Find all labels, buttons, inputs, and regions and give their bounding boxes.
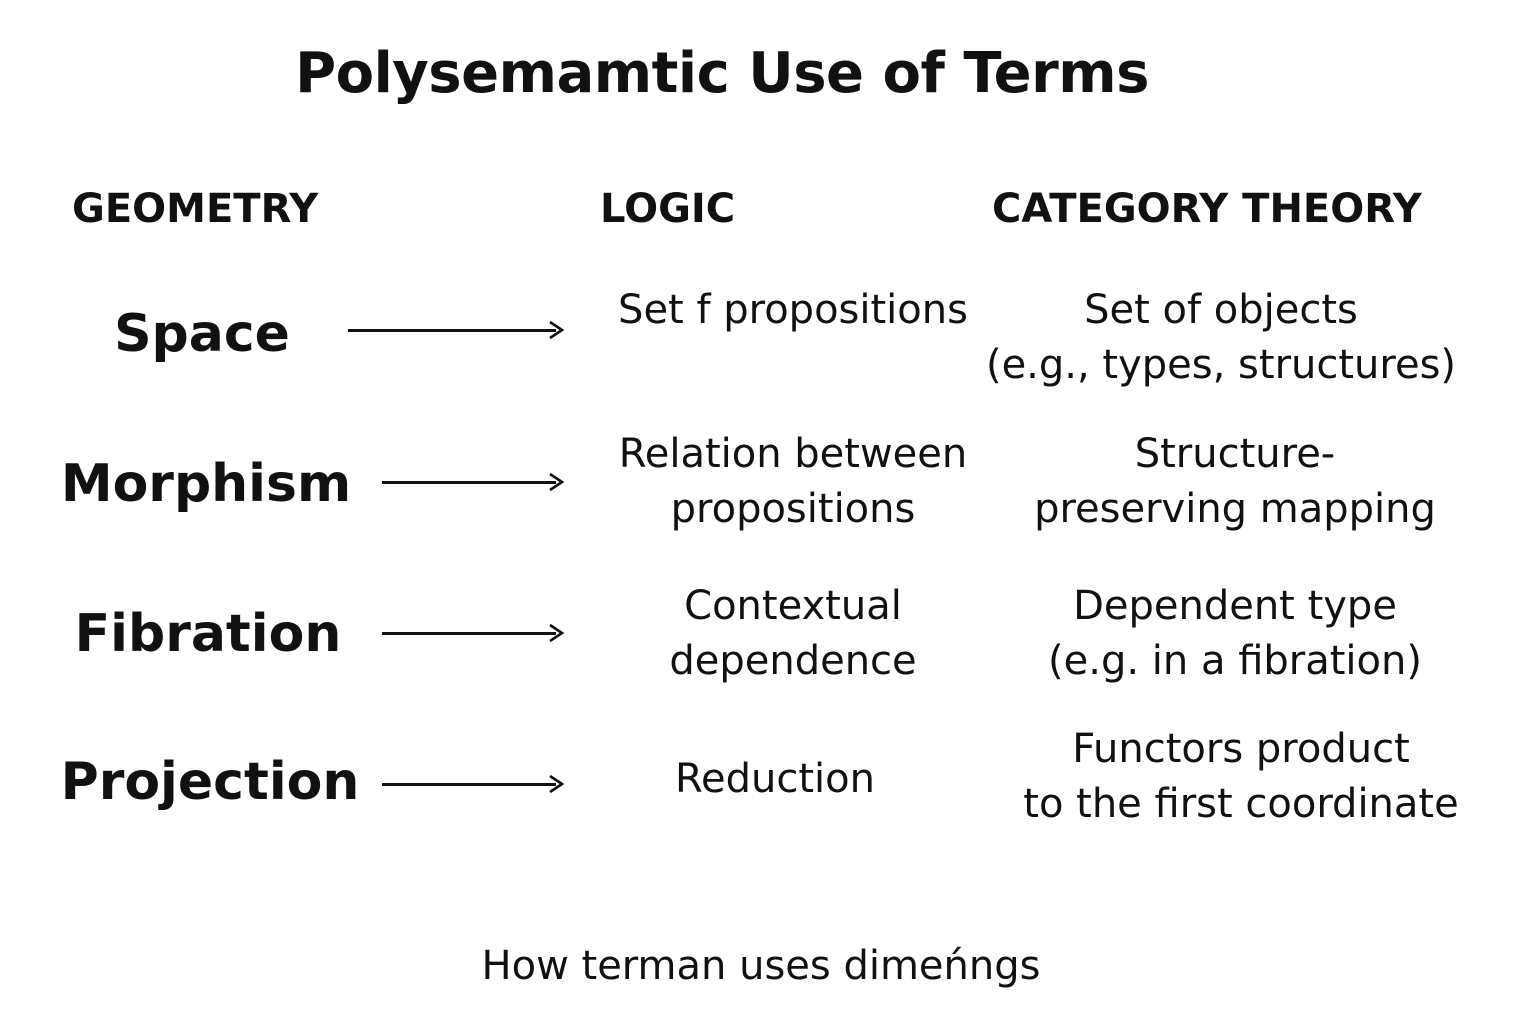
category-line: Functors product	[1072, 726, 1410, 772]
category-cell-space: Set of objects (e.g., types, structures)	[976, 283, 1466, 393]
category-line: Set of objects	[1084, 287, 1358, 333]
right-arrow-icon	[382, 472, 564, 492]
diagram-caption: How terman uses dimeńngs	[481, 943, 1041, 989]
logic-cell-projection: Reduction	[570, 752, 980, 807]
logic-line: dependence	[669, 638, 917, 684]
right-arrow-icon	[382, 623, 564, 643]
category-cell-fibration: Dependent type (e.g. in a fibration)	[990, 579, 1480, 689]
column-header-category-theory: CATEGORY THEORY	[992, 186, 1422, 232]
logic-line: Reduction	[675, 756, 875, 802]
logic-cell-space: Set f propositions	[588, 283, 998, 338]
category-cell-morphism: Structure- preserving mapping	[990, 427, 1480, 537]
term-space: Space	[114, 304, 290, 364]
logic-line: Contextual	[684, 583, 902, 629]
term-fibration: Fibration	[74, 604, 342, 664]
logic-cell-fibration: Contextual dependence	[588, 579, 998, 689]
logic-line: Relation between	[618, 431, 968, 477]
category-line: preserving mapping	[1034, 486, 1436, 532]
column-header-geometry: GEOMETRY	[72, 186, 319, 232]
right-arrow-icon	[348, 320, 564, 340]
category-line: (e.g. in a fibration)	[1048, 638, 1422, 684]
logic-line: Set f propositions	[618, 287, 968, 333]
logic-line: propositions	[670, 486, 916, 532]
term-projection: Projection	[60, 752, 360, 812]
diagram-title: Polysemamtic Use of Terms	[295, 41, 1149, 106]
category-line: to the first coordinate	[1023, 781, 1459, 827]
category-line: Dependent type	[1073, 583, 1397, 629]
right-arrow-icon	[382, 774, 564, 794]
logic-cell-morphism: Relation between propositions	[588, 427, 998, 537]
term-morphism: Morphism	[60, 454, 352, 514]
column-header-logic: LOGIC	[600, 186, 736, 232]
category-cell-projection: Functors product to the first coordinate	[996, 722, 1486, 832]
category-line: Structure-	[1134, 431, 1336, 477]
category-line: (e.g., types, structures)	[985, 342, 1457, 388]
